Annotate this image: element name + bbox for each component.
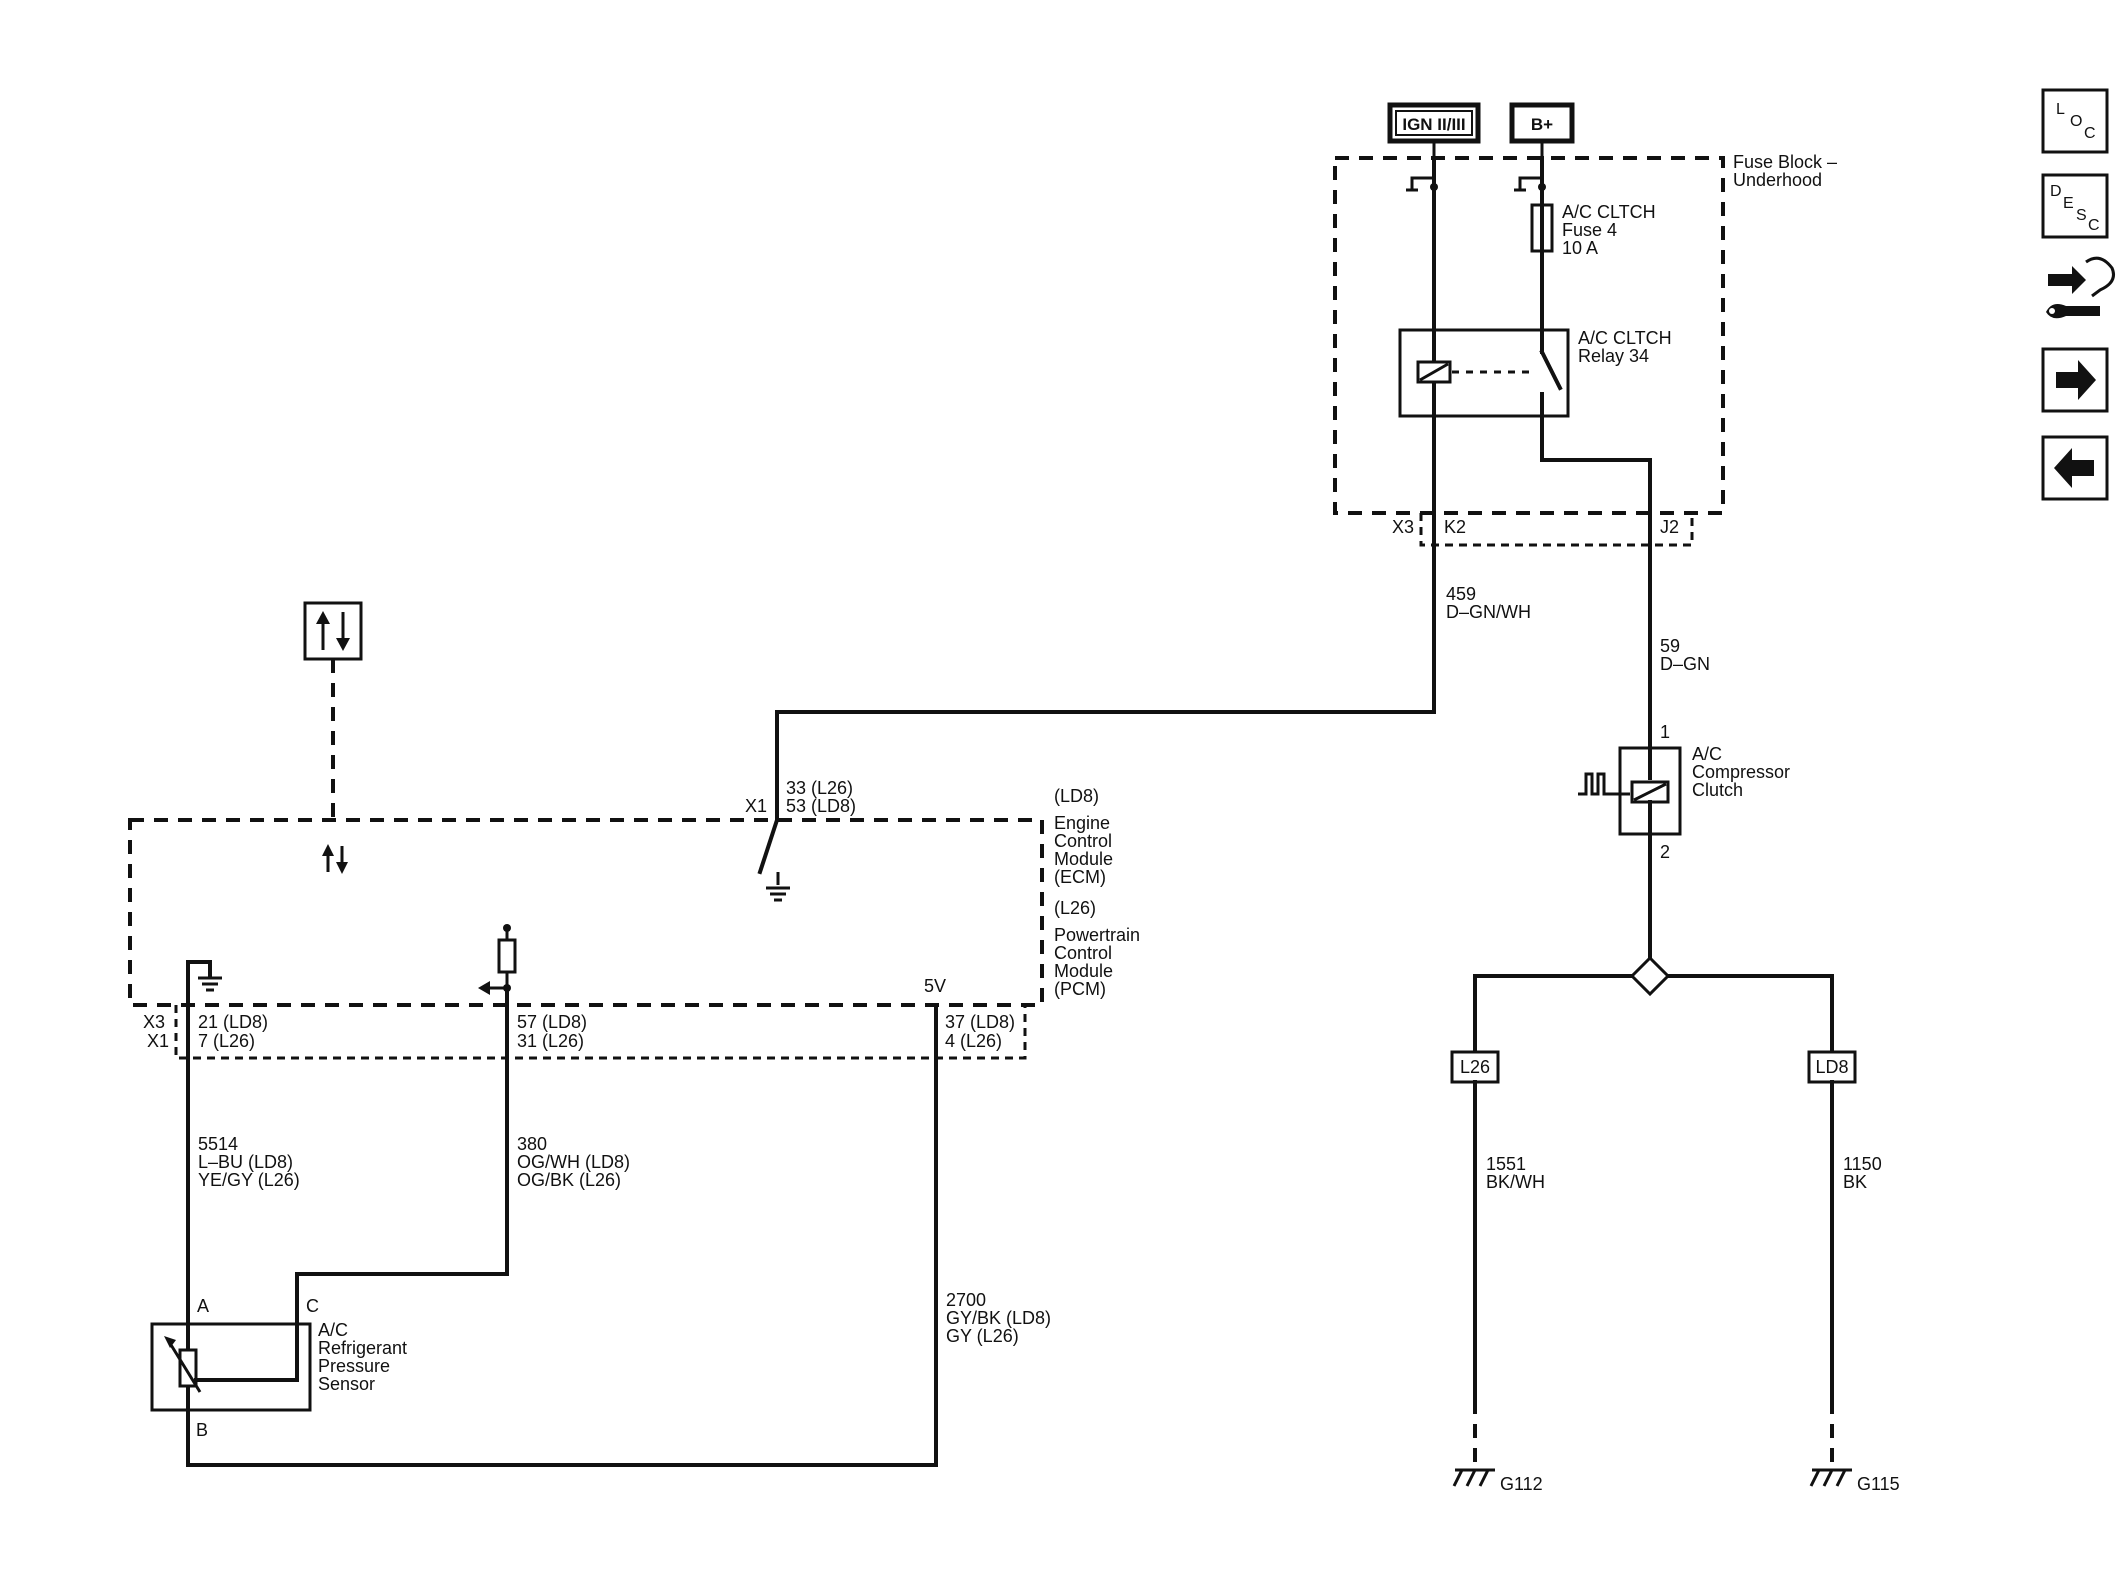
pin-4-l26: 4 (L26) bbox=[945, 1031, 1002, 1051]
relay-label-2: Relay 34 bbox=[1578, 346, 1649, 366]
wire-59-number: 59 bbox=[1660, 636, 1680, 656]
ground-g115-label: G115 bbox=[1857, 1474, 1900, 1494]
wire-380-color-1: OG/WH (LD8) bbox=[517, 1152, 630, 1172]
ecm-label-2: Control bbox=[1054, 831, 1112, 851]
wire-59-color: D–GN bbox=[1660, 654, 1710, 674]
desc-letter-s: S bbox=[2076, 207, 2087, 224]
clutch-label-2: Compressor bbox=[1692, 762, 1790, 782]
wire-459-color: D–GN/WH bbox=[1446, 602, 1531, 622]
fb-conn-j2: J2 bbox=[1660, 517, 1679, 537]
chassis-ground-g115-icon bbox=[1809, 1468, 1852, 1487]
module-conn-x1: X1 bbox=[147, 1031, 169, 1051]
ecm-label-3: Module bbox=[1054, 849, 1113, 869]
previous-page-arrow-button[interactable] bbox=[2041, 435, 2109, 501]
wire-459-number: 459 bbox=[1446, 584, 1476, 604]
wire-1551-number: 1551 bbox=[1486, 1154, 1526, 1174]
pin-31-l26: 31 (L26) bbox=[517, 1031, 584, 1051]
next-page-arrow-button[interactable] bbox=[2041, 347, 2109, 413]
wire-2700-color-1: GY/BK (LD8) bbox=[946, 1308, 1051, 1328]
desc-letter-e: E bbox=[2063, 195, 2074, 212]
wire-5514-color-1: L–BU (LD8) bbox=[198, 1152, 293, 1172]
ground-g112-label: G112 bbox=[1500, 1474, 1543, 1494]
relay-34 bbox=[1398, 328, 1570, 418]
relay-label-1: A/C CLTCH bbox=[1578, 328, 1672, 348]
ecm-x1-pin-53: 53 (LD8) bbox=[786, 796, 856, 816]
pin-7-l26: 7 (L26) bbox=[198, 1031, 255, 1051]
fb-conn-x3: X3 bbox=[1392, 517, 1414, 537]
ign-label-text: IGN II/III bbox=[1402, 115, 1465, 134]
module-serial-data-icon bbox=[322, 844, 348, 874]
arrow-right-icon bbox=[2056, 360, 2096, 400]
wire-380-color-2: OG/BK (L26) bbox=[517, 1170, 621, 1190]
clutch-pin-2: 2 bbox=[1660, 842, 1670, 862]
ac-refrigerant-pressure-sensor bbox=[150, 1322, 312, 1412]
arrow-left-icon bbox=[2054, 448, 2094, 488]
fuse-label-3: 10 A bbox=[1562, 238, 1598, 258]
fuse-block-subtitle: Underhood bbox=[1733, 170, 1822, 190]
pcm-label-2: Control bbox=[1054, 943, 1112, 963]
pcm-label-1: Powertrain bbox=[1054, 925, 1140, 945]
relay-switch bbox=[1539, 349, 1563, 391]
pin-57-ld8: 57 (LD8) bbox=[517, 1012, 587, 1032]
ecm-pcm-boundary bbox=[128, 818, 1044, 1007]
wire-1150-number: 1150 bbox=[1843, 1154, 1882, 1174]
clutch-label-1: A/C bbox=[1692, 744, 1722, 764]
desc-letter-c: C bbox=[2088, 217, 2100, 234]
ecm-x1-connector: X1 bbox=[745, 796, 767, 816]
desc-letter-d: D bbox=[2050, 183, 2062, 200]
clutch-label-3: Clutch bbox=[1692, 780, 1743, 800]
sensor-pin-c: C bbox=[306, 1296, 319, 1316]
clutch-pulse-icon bbox=[1578, 772, 1630, 796]
wire-1551-color: BK/WH bbox=[1486, 1172, 1545, 1192]
fuse-block-title: Fuse Block – bbox=[1733, 152, 1837, 172]
wire-2700-color-2: GY (L26) bbox=[946, 1326, 1019, 1346]
bplus-power-label: B+ bbox=[1509, 102, 1575, 144]
location-view-button[interactable]: L O C bbox=[2041, 88, 2109, 154]
description-view-button[interactable]: D E S C bbox=[2041, 173, 2109, 239]
loc-letter-c: C bbox=[2084, 125, 2096, 142]
fuse-block-boundary bbox=[1333, 156, 1725, 515]
loc-letter-o: O bbox=[2070, 113, 2082, 130]
sensor-label-1: A/C bbox=[318, 1320, 348, 1340]
pin-21-ld8: 21 (LD8) bbox=[198, 1012, 268, 1032]
wire-2700-number: 2700 bbox=[946, 1290, 986, 1310]
signal-input-pullup bbox=[478, 924, 517, 995]
ground-splice bbox=[1629, 955, 1671, 997]
pin-37-ld8: 37 (LD8) bbox=[945, 1012, 1015, 1032]
pcm-label-4: (PCM) bbox=[1054, 979, 1106, 999]
fb-conn-k2: K2 bbox=[1444, 517, 1466, 537]
sensor-label-4: Sensor bbox=[318, 1374, 375, 1394]
wire-1150-color: BK bbox=[1843, 1172, 1867, 1192]
sensor-label-2: Refrigerant bbox=[318, 1338, 407, 1358]
ecm-label-1: Engine bbox=[1054, 813, 1110, 833]
wire-5514-number: 5514 bbox=[198, 1134, 238, 1154]
fuse-label-2: Fuse 4 bbox=[1562, 220, 1617, 240]
diagnostic-wrench-icon[interactable] bbox=[2046, 256, 2115, 319]
clutch-pin-1: 1 bbox=[1660, 722, 1670, 742]
module-conn-x3: X3 bbox=[143, 1012, 165, 1032]
wire-380-number: 380 bbox=[517, 1134, 547, 1154]
sensor-pin-b: B bbox=[196, 1420, 208, 1440]
option-tag-ld8 bbox=[1807, 1050, 1857, 1084]
loc-letter-l: L bbox=[2056, 101, 2065, 118]
sensor-label-3: Pressure bbox=[318, 1356, 390, 1376]
serial-data-link-icon[interactable] bbox=[303, 601, 363, 661]
option-tag-l26-text: L26 bbox=[1460, 1057, 1490, 1077]
wire-5514-color-2: YE/GY (L26) bbox=[198, 1170, 300, 1190]
sensor-low-reference-ground-icon bbox=[198, 976, 222, 992]
option-tag-ld8-text: LD8 bbox=[1815, 1057, 1848, 1077]
ign-power-label: IGN II/III bbox=[1387, 102, 1481, 144]
pcm-label-3: Module bbox=[1054, 961, 1113, 981]
ecm-label-4: (ECM) bbox=[1054, 867, 1106, 887]
ecm-x1-pin-33: 33 (L26) bbox=[786, 778, 853, 798]
fuse-label-1: A/C CLTCH bbox=[1562, 202, 1656, 222]
ecm-ground-symbol-icon bbox=[766, 886, 790, 902]
bplus-label-text: B+ bbox=[1531, 115, 1553, 134]
module-l26-tag: (L26) bbox=[1054, 898, 1096, 918]
sensor-pin-a: A bbox=[197, 1296, 209, 1316]
module-5v-label: 5V bbox=[924, 976, 946, 996]
chassis-ground-g112-icon bbox=[1452, 1468, 1495, 1487]
module-ld8-tag: (LD8) bbox=[1054, 786, 1099, 806]
